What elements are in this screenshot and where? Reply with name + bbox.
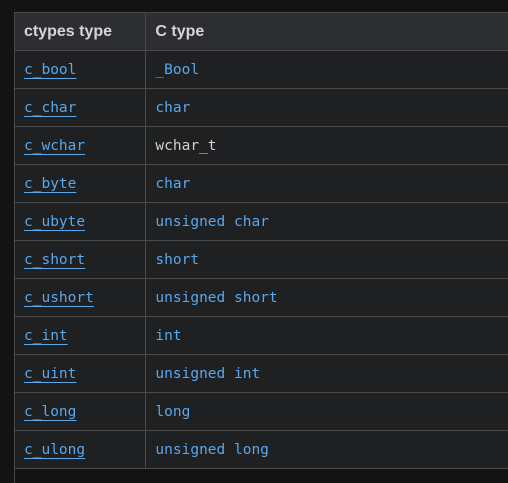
table-row: c_byte char	[15, 164, 508, 203]
c-type-link[interactable]: long	[155, 403, 191, 420]
ctypes-cell: c_ushort	[15, 278, 147, 317]
column-header-ctypes-type: ctypes type	[15, 13, 147, 51]
c-type-link[interactable]: char	[155, 175, 191, 192]
table-row: c_wchar wchar_t	[15, 126, 508, 165]
c-type-text: wchar_t	[155, 137, 217, 154]
c-type-link[interactable]: _Bool	[155, 61, 200, 78]
c-type-cell: int	[145, 316, 508, 355]
table-row: c_ushort unsigned short	[15, 278, 508, 317]
ctypes-type-link[interactable]: c_char	[24, 99, 77, 116]
c-type-cell: short	[145, 240, 508, 279]
table-header-row: ctypes type C type	[15, 13, 508, 51]
ctypes-type-link[interactable]: c_ulong	[24, 441, 86, 458]
c-type-link[interactable]: int	[155, 327, 182, 344]
table-row: c_long long	[15, 392, 508, 431]
c-type-cell: unsigned short	[145, 278, 508, 317]
ctypes-cell: c_ubyte	[15, 202, 147, 241]
c-type-cell: _Bool	[145, 50, 508, 89]
table-row: c_uint unsigned int	[15, 354, 508, 393]
c-type-link[interactable]: short	[155, 251, 200, 268]
ctypes-cell: c_uint	[15, 354, 147, 393]
ctypes-type-link[interactable]: c_byte	[24, 175, 77, 192]
ctypes-cell: c_ulong	[15, 430, 147, 469]
ctypes-table-container: ctypes type C type c_bool _Bool c_char c…	[14, 12, 508, 483]
table-row: c_int int	[15, 316, 508, 355]
c-type-link[interactable]: unsigned char	[155, 213, 269, 230]
c-type-cell: long	[145, 392, 508, 431]
ctypes-type-link[interactable]: c_long	[24, 403, 77, 420]
c-type-cell: unsigned char	[145, 202, 508, 241]
column-header-c-type: C type	[145, 13, 508, 51]
ctypes-cell: c_short	[15, 240, 147, 279]
table-row: c_ulong unsigned long	[15, 430, 508, 469]
ctypes-type-link[interactable]: c_wchar	[24, 137, 86, 154]
table-row: c_short short	[15, 240, 508, 279]
ctypes-cell: c_char	[15, 88, 147, 127]
c-type-cell: unsigned long	[145, 430, 508, 469]
c-type-link[interactable]: char	[155, 99, 191, 116]
ctypes-cell: c_wchar	[15, 126, 147, 165]
table-row: c_ubyte unsigned char	[15, 202, 508, 241]
ctypes-type-link[interactable]: c_short	[24, 251, 86, 268]
c-type-cell: wchar_t	[145, 126, 508, 165]
c-type-cell: char	[145, 88, 508, 127]
c-type-link[interactable]: unsigned int	[155, 365, 261, 382]
c-type-cell: char	[145, 164, 508, 203]
ctypes-table: ctypes type C type c_bool _Bool c_char c…	[15, 13, 508, 469]
table-row: c_bool _Bool	[15, 50, 508, 89]
ctypes-type-link[interactable]: c_ubyte	[24, 213, 86, 230]
ctypes-type-link[interactable]: c_ushort	[24, 289, 94, 306]
ctypes-cell: c_long	[15, 392, 147, 431]
ctypes-type-link[interactable]: c_uint	[24, 365, 77, 382]
ctypes-type-link[interactable]: c_int	[24, 327, 68, 344]
table-row: c_char char	[15, 88, 508, 127]
ctypes-type-link[interactable]: c_bool	[24, 61, 77, 78]
c-type-cell: unsigned int	[145, 354, 508, 393]
ctypes-cell: c_bool	[15, 50, 147, 89]
ctypes-cell: c_int	[15, 316, 147, 355]
c-type-link[interactable]: unsigned short	[155, 289, 278, 306]
c-type-link[interactable]: unsigned long	[155, 441, 269, 458]
ctypes-cell: c_byte	[15, 164, 147, 203]
